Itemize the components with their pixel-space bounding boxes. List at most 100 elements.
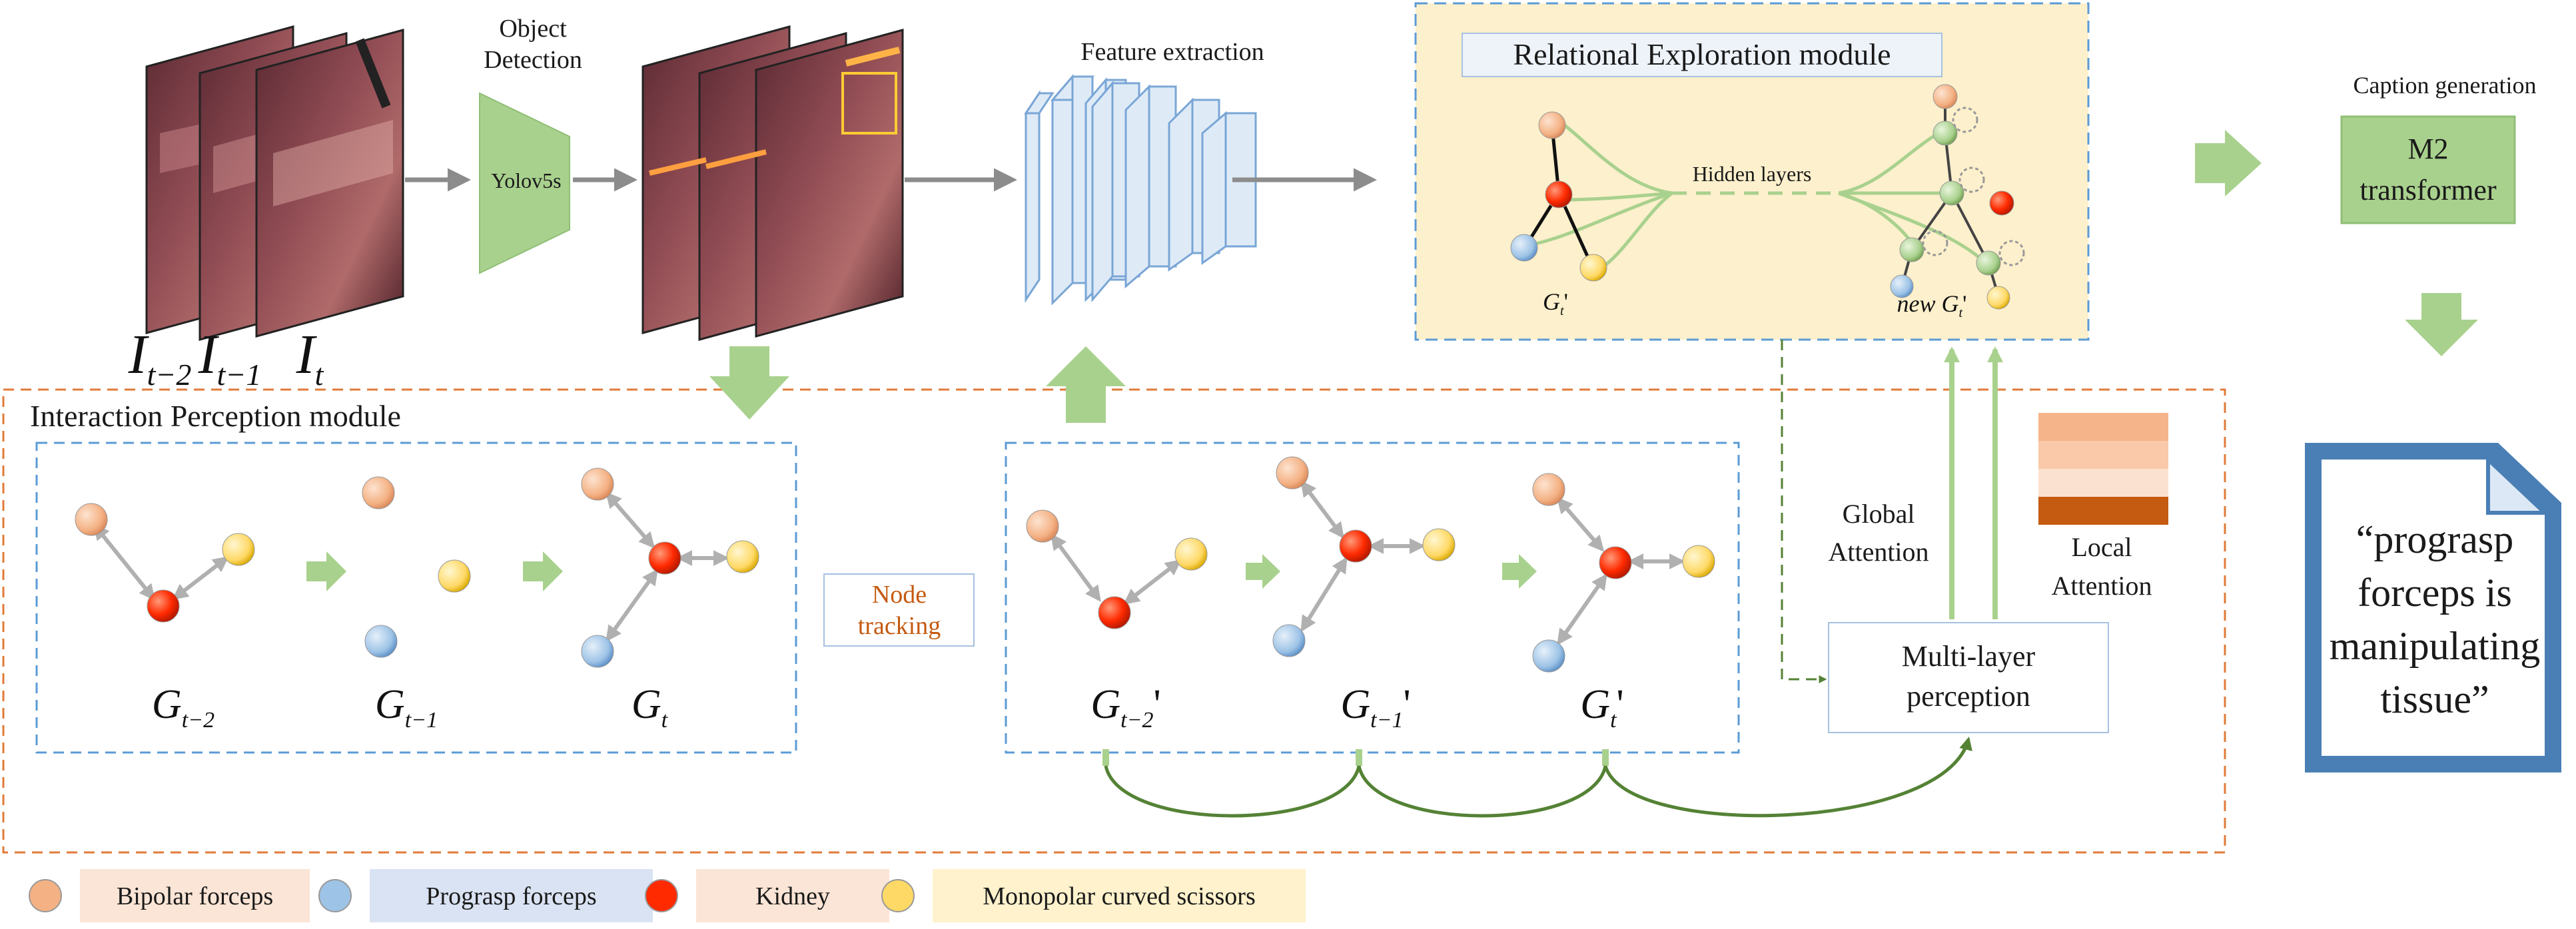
caption-line-4: tissue” xyxy=(2380,677,2489,721)
legend-label: Monopolar curved scissors xyxy=(983,882,1255,910)
step-arrow-icon xyxy=(523,551,563,591)
step-arrow-icon xyxy=(1246,554,1280,589)
graph-g-t-minus-1-prime xyxy=(1272,456,1456,657)
graph-g-t-minus-2 xyxy=(75,503,255,623)
legend-node-icon xyxy=(881,879,915,912)
legend-label: Bipolar forceps xyxy=(117,882,273,910)
graph-label: Gt−2 xyxy=(152,682,215,733)
legend-label-bg xyxy=(80,869,310,922)
frame-label: It−1 xyxy=(198,324,262,392)
cnn-block xyxy=(1201,111,1257,265)
legend-label-bg xyxy=(370,869,653,922)
detector-label: Yolov5s xyxy=(491,168,561,192)
hidden-node-icon xyxy=(1932,121,1958,146)
mlp-label-1: Multi-layer xyxy=(1902,640,2036,673)
bbox-mark xyxy=(705,149,767,169)
arrow-to-m2 xyxy=(2195,130,2262,196)
frame-t xyxy=(255,29,404,338)
cnn-block xyxy=(1024,90,1055,303)
instrument-icon xyxy=(355,38,391,109)
hidden-node-icon xyxy=(1976,250,2001,276)
graph-g-t-minus-2-prime xyxy=(1026,509,1208,629)
frame-label: It−2 xyxy=(128,324,192,392)
caption-line-2: forceps is xyxy=(2358,571,2512,615)
arrow-to-caption xyxy=(2405,293,2478,356)
tracked-graph-label: Gt−1' xyxy=(1340,682,1410,733)
legend-item: Kidney xyxy=(645,869,889,922)
caption-document xyxy=(2305,443,2561,773)
node-kidney-icon xyxy=(648,541,681,575)
local-attention-bar xyxy=(2038,441,2168,469)
graph-g-t xyxy=(581,467,759,668)
caption-line-3: manipulating xyxy=(2330,624,2541,668)
node-prograsp-icon xyxy=(1532,639,1565,673)
node-scissors-icon xyxy=(1986,286,2010,310)
mlp-box xyxy=(1828,622,2109,733)
node-scissors-icon xyxy=(1682,545,1715,578)
legend-label-bg xyxy=(696,869,889,922)
node-tracking-label-2: tracking xyxy=(858,612,941,640)
interaction-perception-panel xyxy=(2,388,2226,854)
node-bipolar-icon xyxy=(1026,509,1059,543)
relational-right-graph-label: new Gt' xyxy=(1897,290,1966,320)
object-detection-title-2: Detection xyxy=(484,46,582,74)
legend-item: Prograsp forceps xyxy=(318,869,653,922)
legend-label-bg xyxy=(933,869,1306,922)
legend-node-icon xyxy=(29,879,62,912)
legend-label: Prograsp forceps xyxy=(426,882,596,910)
arrow-graph-to-feature xyxy=(1046,346,1126,423)
legend-label: Kidney xyxy=(755,882,830,910)
m2-transformer-box xyxy=(2340,115,2516,224)
local-attention-bars xyxy=(2038,413,2168,525)
m2-label-1: M2 xyxy=(2407,133,2448,165)
tracked-graph-label: Gt−2' xyxy=(1090,682,1160,733)
frame-label: It xyxy=(296,324,324,392)
graph-g-t-minus-1 xyxy=(362,476,471,658)
node-scissors-icon xyxy=(1579,254,1607,282)
cnn-layers xyxy=(1024,73,1257,306)
node-kidney-icon xyxy=(1599,546,1632,579)
node-scissors-icon xyxy=(726,540,759,573)
interaction-title: Interaction Perception module xyxy=(30,399,401,433)
self-loop-icons xyxy=(1922,107,2025,266)
relational-left-label: Gt' xyxy=(1543,288,1568,318)
node-bipolar-icon xyxy=(1276,456,1309,489)
detected-frames xyxy=(642,25,904,341)
local-attention-bar xyxy=(2038,469,2168,497)
mlp-label-2: perception xyxy=(1907,680,2030,713)
node-scissors-icon xyxy=(438,559,471,593)
hidden-node-icon xyxy=(1899,237,1925,262)
local-attention-label-1: Local xyxy=(2071,532,2132,562)
node-bipolar-icon xyxy=(75,503,108,536)
tracked-graph-label: Gt' xyxy=(1580,682,1623,733)
node-kidney-icon xyxy=(1989,190,2014,216)
bbox-mark xyxy=(841,72,897,135)
arrow-detected-to-graph xyxy=(709,346,789,420)
node-kidney-icon xyxy=(1098,596,1131,629)
node-prograsp-icon xyxy=(581,635,614,668)
relational-left-graph-label: Gt' xyxy=(1543,288,1568,318)
relational-right-graph xyxy=(1890,84,2025,310)
global-attention-label-1: Global xyxy=(1843,499,1915,529)
tracked-graphs-box xyxy=(1005,442,1740,754)
global-attention-label-2: Attention xyxy=(1828,537,1929,567)
node-bipolar-icon xyxy=(581,467,614,501)
node-bipolar-icon xyxy=(362,476,395,509)
node-kidney-icon xyxy=(147,589,180,623)
caption-generation-title: Caption generation xyxy=(2354,72,2537,99)
node-bipolar-icon xyxy=(1532,473,1565,506)
node-prograsp-icon xyxy=(1890,274,1914,298)
tracked-graph-labels: Gt−2' Gt−1' Gt' xyxy=(1090,682,1623,733)
node-kidney-icon xyxy=(1339,529,1372,563)
feature-extraction-title: Feature extraction xyxy=(1080,38,1264,66)
graph-label: Gt−1 xyxy=(375,682,438,733)
local-attention-bar xyxy=(2038,413,2168,441)
step-arrow-icon xyxy=(1502,554,1537,589)
hidden-node-icon xyxy=(1939,180,1964,206)
node-bipolar-icon xyxy=(1538,111,1566,139)
node-scissors-icon xyxy=(1422,528,1456,561)
